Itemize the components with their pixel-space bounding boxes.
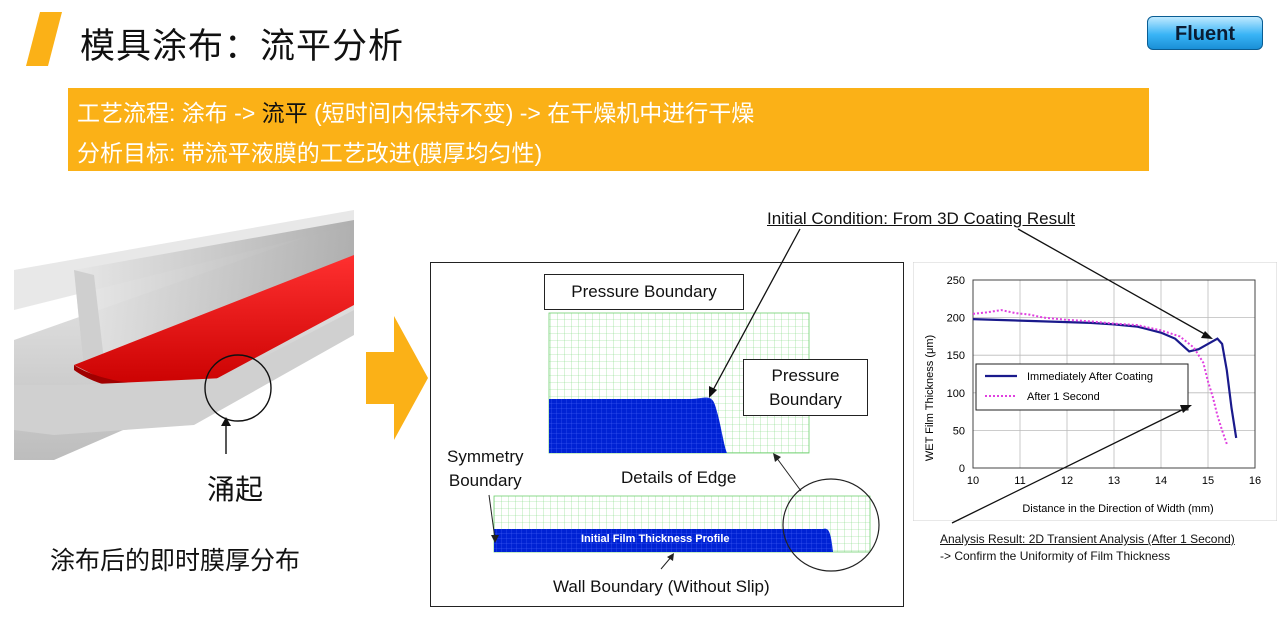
initial-condition-label: Initial Condition: From 3D Coating Resul…	[767, 209, 1076, 228]
chart-svg: 10 11 12 13 14 15 16 0 50 100 150 200 250 WET Film T…	[912, 261, 1277, 522]
pressure-boundary-top-label: Pressure Boundary	[544, 274, 744, 310]
process-banner: 工艺流程: 涂布 -> 流平 (短时间内保持不变) -> 在干燥机中进行干燥 分…	[68, 88, 1149, 171]
right-arrow-icon	[366, 316, 428, 440]
title-accent-bar	[26, 12, 62, 66]
y-tick-label: 200	[947, 313, 965, 325]
x-axis-label: Distance in the Direction of Width (mm)	[1022, 503, 1213, 515]
x-tick-label: 15	[1202, 475, 1214, 487]
y-tick-label: 250	[947, 275, 965, 287]
x-tick-label: 14	[1155, 475, 1167, 487]
y-tick-label: 100	[947, 388, 965, 400]
y-tick-label: 150	[947, 350, 965, 362]
y-tick-label: 50	[953, 425, 965, 437]
coating-caption: 涂布后的即时膜厚分布	[50, 547, 301, 575]
symmetry-boundary-label: Symmetry Boundary	[447, 447, 524, 490]
chart-legend: Immediately After Coating After 1 Second	[975, 363, 1189, 411]
process-flow-line: 工艺流程: 涂布 -> 流平 (短时间内保持不变) -> 在干燥机中进行干燥	[77, 100, 755, 126]
y-axis-label: WET Film Thickness (μm)	[924, 335, 936, 461]
x-tick-label: 12	[1061, 475, 1073, 487]
wall-boundary-label: Wall Boundary (Without Slip)	[553, 577, 770, 596]
pressure-boundary-right-label: Pressure Boundary	[743, 359, 868, 416]
x-tick-label: 10	[967, 475, 979, 487]
result-line-2: -> Confirm the Uniformity of Film Thickn…	[940, 549, 1171, 563]
y-tick-label: 0	[959, 463, 965, 475]
x-tick-label: 13	[1108, 475, 1120, 487]
coating-3d-illustration	[14, 210, 354, 460]
mesh-diagram: Pressure Boundary Pressure Boundary Symm…	[430, 262, 904, 607]
mesh-svg	[488, 312, 880, 572]
x-tick-label: 16	[1249, 475, 1261, 487]
x-tick-label: 11	[1014, 475, 1025, 487]
details-of-edge-label: Details of Edge	[621, 468, 737, 487]
film-thickness-chart: 10 11 12 13 14 15 16 0 50 100 150 200 250 WET Film T…	[912, 261, 1277, 522]
page-title: 模具涂布：流平分析	[80, 27, 405, 66]
film-profile-label: Initial Film Thickness Profile	[581, 533, 730, 545]
bulge-label: 涌起	[207, 474, 264, 505]
legend-series-2: After 1 Second	[1027, 391, 1100, 403]
fluent-badge: Fluent	[1147, 16, 1263, 50]
legend-series-1: Immediately After Coating	[1027, 371, 1153, 383]
leveling-highlight: 流平	[261, 100, 308, 126]
analysis-goal-line: 分析目标: 带流平液膜的工艺改进(膜厚均匀性)	[77, 140, 543, 166]
result-line-1: Analysis Result: 2D Transient Analysis (…	[940, 532, 1235, 546]
